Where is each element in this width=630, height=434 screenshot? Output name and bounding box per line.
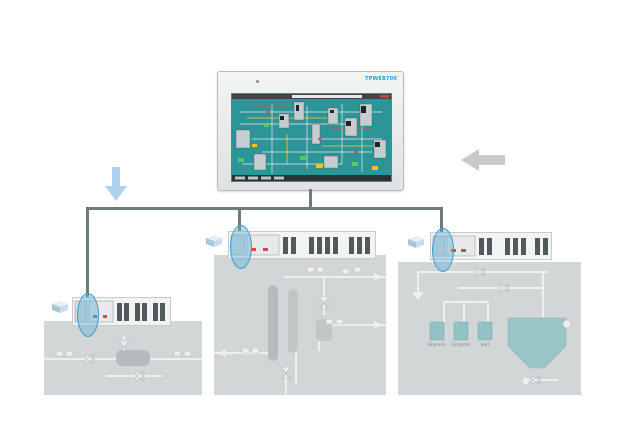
tank-label-glycerin: Glycerin — [427, 343, 447, 348]
scada-mimic — [232, 94, 391, 181]
bus-horizontal — [86, 207, 443, 210]
bus-drop-middle — [238, 207, 241, 235]
comm-module-highlight-middle[interactable] — [230, 225, 252, 269]
hmi-panel[interactable]: TPWEB700 — [217, 71, 404, 191]
bus-drop-left — [86, 207, 89, 304]
comm-module-highlight-left[interactable] — [77, 293, 99, 337]
process-panel-right: Glycerin Enzyme Salt — [398, 262, 581, 395]
bus-drop-right — [440, 207, 443, 235]
network-cube-icon — [408, 236, 424, 248]
process-panel-left — [44, 321, 202, 395]
hmi-brand-label: TPWEB700 — [365, 76, 397, 82]
network-cube-icon — [206, 235, 222, 247]
tank-label-salt: Salt — [480, 343, 490, 348]
network-cube-icon — [52, 301, 68, 313]
tank-label-enzyme: Enzyme — [452, 343, 470, 348]
left-arrow-icon — [461, 149, 505, 171]
hmi-led-icon — [256, 80, 259, 83]
process-panel-middle — [214, 255, 386, 395]
hmi-screen[interactable] — [231, 93, 392, 182]
comm-module-highlight-right[interactable] — [432, 228, 454, 272]
bus-drop-hmi — [309, 189, 312, 209]
down-arrow-icon — [105, 167, 127, 201]
